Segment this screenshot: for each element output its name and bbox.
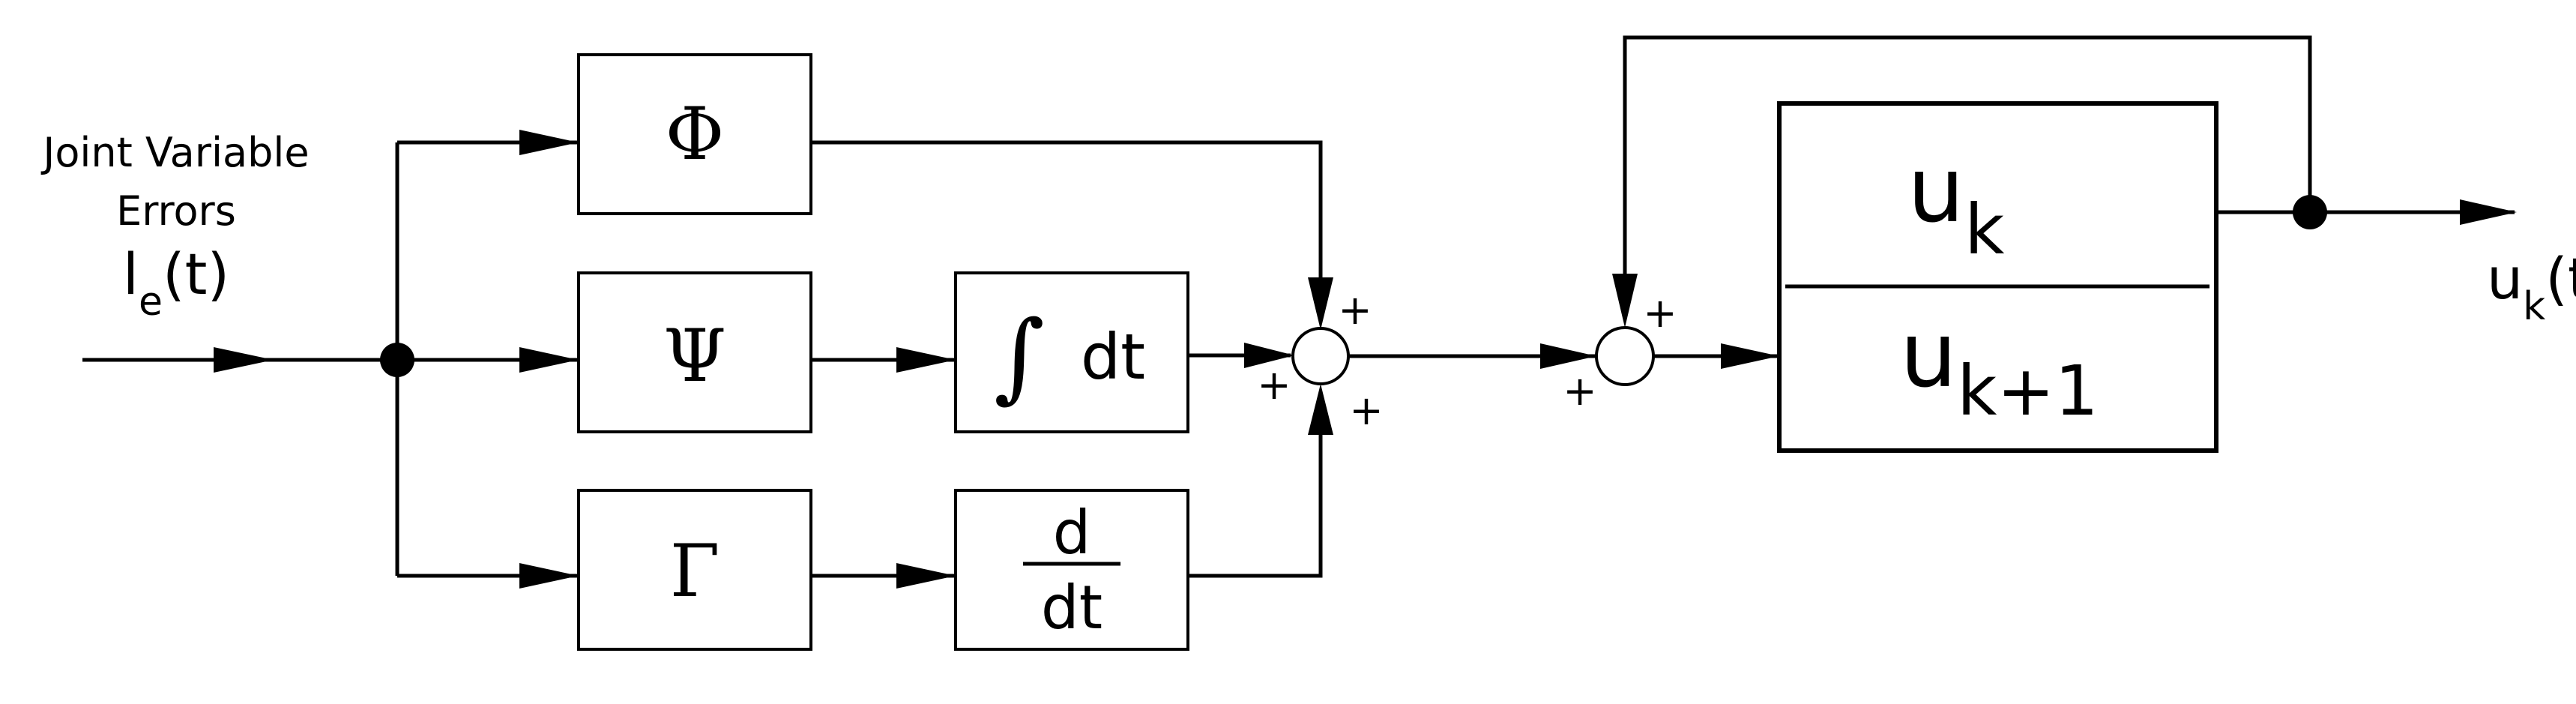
update-sum-left-sign: +: [1563, 367, 1596, 415]
phi-input-arrow: [519, 130, 579, 155]
derivative-numerator: d: [1053, 498, 1091, 568]
memory-next-iteration: uk+1: [1900, 304, 2099, 431]
differentiator-block: [954, 489, 1189, 651]
update-sum-top-arrow: [1612, 274, 1638, 328]
psi-symbol: Ψ: [663, 314, 726, 398]
psi-input-arrow: [519, 347, 579, 373]
sum-bottom-arrow: [1308, 384, 1333, 435]
psi-block: [577, 271, 812, 433]
phi-symbol: Φ: [666, 92, 725, 176]
memory-block: [1777, 101, 2218, 453]
integral-sign: ∫: [994, 299, 1045, 413]
sum-left-arrow: [1244, 343, 1294, 368]
update-sum-top-sign: +: [1643, 289, 1677, 337]
output-branch-point: [2293, 195, 2327, 229]
pid-sum-bottom-sign: +: [1349, 387, 1383, 434]
integrator-block: [954, 271, 1189, 433]
integrator-input-arrow: [896, 347, 956, 373]
pid-sum-top-sign: +: [1338, 286, 1372, 334]
input-arrow: [214, 347, 274, 373]
phi-to-sum-line: [811, 140, 1323, 315]
derivative-denominator: dt: [1041, 573, 1103, 643]
input-label-line2: Errors: [116, 187, 236, 235]
integral-dt: dt: [1081, 320, 1145, 394]
update-sum-left-arrow: [1540, 343, 1596, 369]
output-signal-label: uk(t): [2487, 245, 2576, 329]
sum-top-arrow: [1308, 277, 1333, 330]
memory-current-iteration: uk: [1907, 139, 2005, 270]
pid-summing-junction: [1291, 327, 1350, 385]
input-label-line1: Joint Variable: [40, 129, 309, 176]
gamma-block: [577, 489, 812, 651]
gamma-symbol: Γ: [670, 529, 720, 613]
feedback-loop-line: [1623, 35, 2312, 315]
gamma-input-arrow: [519, 563, 579, 589]
pid-sum-left-sign: +: [1257, 361, 1291, 409]
phi-block: [577, 53, 812, 215]
memory-input-arrow: [1721, 343, 1779, 369]
output-arrow: [2460, 199, 2517, 225]
input-signal-label: le(t): [123, 241, 229, 325]
differentiator-to-sum-line: [1188, 397, 1323, 578]
differentiator-input-arrow: [896, 563, 956, 589]
